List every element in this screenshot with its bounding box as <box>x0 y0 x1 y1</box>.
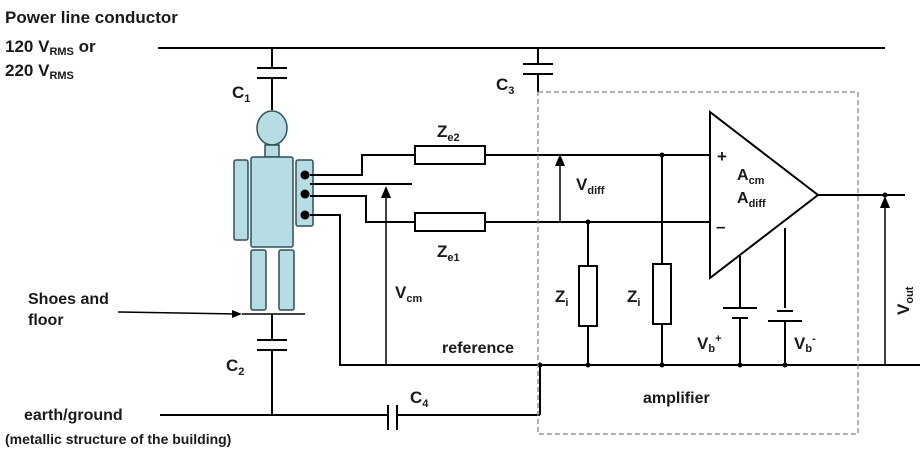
body-left-arm <box>233 159 249 241</box>
label-c1: C1 <box>232 83 250 105</box>
input-impedance-zi-1 <box>578 219 598 368</box>
label-zi-1: Zi <box>555 287 568 309</box>
earth-ground-line <box>160 365 541 430</box>
label-vout: Vout <box>894 286 916 315</box>
body-right-leg <box>278 249 295 311</box>
label-shoes-line2: floor <box>28 312 64 329</box>
label-zi-2: Zi <box>627 287 640 309</box>
label-amplifier: amplifier <box>643 390 710 407</box>
label-ze1: Ze1 <box>437 242 460 264</box>
electrode-middle <box>300 189 310 199</box>
label-c2: C2 <box>226 356 244 378</box>
reference-node <box>537 362 543 368</box>
body-neck <box>264 144 280 158</box>
label-220v: 220 VRMS <box>5 61 74 82</box>
vcm-arrow <box>381 186 391 365</box>
label-acm: Acm <box>737 167 765 187</box>
vdiff-arrow <box>555 154 565 222</box>
human-body <box>233 110 314 311</box>
label-adiff: Adiff <box>737 190 766 210</box>
label-power-line: Power line conductor <box>5 8 178 27</box>
label-plus-input: + <box>717 147 727 166</box>
body-left-leg <box>250 249 267 311</box>
label-minus-input: – <box>716 217 725 236</box>
label-vb-minus: Vb- <box>794 333 816 355</box>
label-earth-ground: earth/ground <box>24 407 123 424</box>
body-head <box>256 110 288 146</box>
amplifier-box <box>537 91 859 435</box>
shoes-arrow-head <box>232 310 242 318</box>
capacitor-c1 <box>257 48 287 110</box>
label-vdiff: Vdiff <box>576 175 605 197</box>
battery-vb-plus <box>723 256 757 368</box>
electrode-wires <box>310 154 920 366</box>
input-impedance-zi-2 <box>652 152 672 368</box>
amplifier-triangle <box>709 109 820 281</box>
label-vcm: Vcm <box>395 283 422 305</box>
output-node <box>882 192 888 198</box>
electrode-bottom <box>300 210 310 220</box>
label-c4: C4 <box>410 388 429 410</box>
label-metallic-structure: (metallic structure of the building) <box>5 431 231 447</box>
impedance-ze1 <box>414 212 486 232</box>
label-ze2: Ze2 <box>437 122 460 144</box>
label-120v: 120 VRMS or <box>5 37 96 58</box>
label-shoes-line1: Shoes and <box>28 291 109 308</box>
capacitor-c3 <box>523 48 553 92</box>
capacitor-c2 <box>257 314 287 415</box>
vout-arrow <box>880 196 890 365</box>
impedance-ze2 <box>414 145 486 165</box>
electrode-top <box>300 170 310 180</box>
label-reference: reference <box>442 340 514 357</box>
shoes-arrow-line <box>117 311 239 315</box>
label-c3: C3 <box>496 75 514 97</box>
body-torso <box>250 156 294 248</box>
label-vb-plus: Vb+ <box>697 333 722 355</box>
battery-vb-minus <box>768 228 802 368</box>
